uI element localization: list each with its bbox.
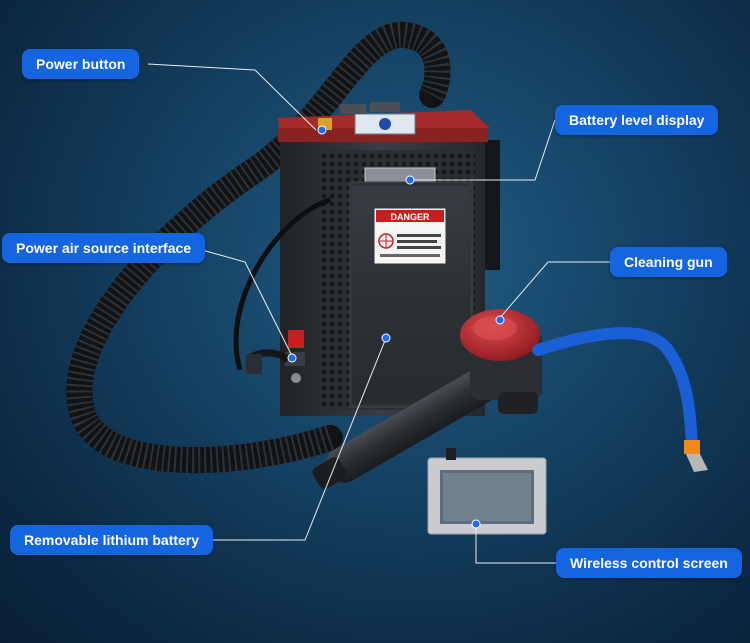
battery-display-marker <box>405 175 415 185</box>
callout-power-button: Power button <box>22 49 140 79</box>
air-source-connector <box>288 330 304 348</box>
callout-wireless-control-screen: Wireless control screen <box>556 548 742 578</box>
control-screen-marker <box>471 519 481 529</box>
danger-label-title: DANGER <box>390 212 430 222</box>
cleaning-gun <box>312 368 498 489</box>
power-button-marker <box>317 125 327 135</box>
callout-battery-level-display: Battery level display <box>555 105 719 135</box>
callout-power-air-source-interface: Power air source interface <box>2 233 206 263</box>
air-source-marker <box>287 353 297 363</box>
air-hose <box>532 327 698 451</box>
battery-marker <box>381 333 391 343</box>
cleaning-gun-marker <box>495 315 505 325</box>
hose-nozzle <box>684 440 700 454</box>
callout-cleaning-gun: Cleaning gun <box>610 247 727 277</box>
callout-removable-lithium-battery: Removable lithium battery <box>10 525 214 555</box>
